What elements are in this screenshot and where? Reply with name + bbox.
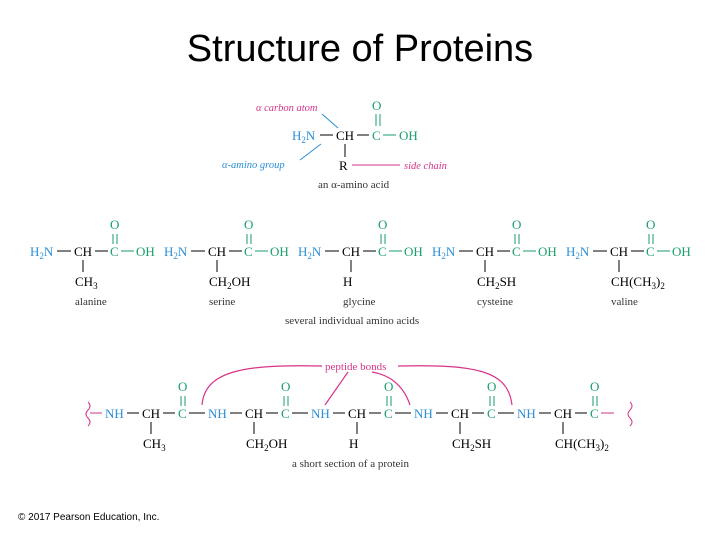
amino-acid-name: cysteine (477, 296, 513, 308)
amino-acid-cysteine: H2N CH C OH O CH2SH cysteine (432, 217, 557, 308)
carboxyl-carbon: C (378, 244, 387, 259)
generic-oxygen: O (372, 98, 381, 113)
side-chain: H (343, 274, 352, 289)
generic-oh: OH (399, 128, 418, 143)
carbonyl-carbon: C (384, 406, 393, 421)
amino-group: H2N (164, 244, 188, 261)
amide-nh: NH (517, 406, 536, 421)
carbonyl-carbon: C (590, 406, 599, 421)
hydroxyl: OH (538, 244, 557, 259)
carbonyl-carbon: C (487, 406, 496, 421)
alpha-carbon: CH (245, 406, 263, 421)
hydroxyl: OH (404, 244, 423, 259)
peptide-bond-annotation: peptide bonds (201, 361, 513, 406)
amide-nh: NH (311, 406, 330, 421)
amino-acid-name: serine (209, 296, 235, 308)
carboxyl-carbon: C (512, 244, 521, 259)
amino-group: H2N (30, 244, 54, 261)
amino-acid-alanine: H2N CH C OH O CH3 alanine (30, 217, 155, 308)
generic-carboxyl-c: C (372, 128, 381, 143)
carboxyl-carbon: C (244, 244, 253, 259)
alpha-carbon: CH (476, 244, 494, 259)
amino-acid-serine: H2N CH C OH O CH2OH serine (164, 217, 289, 308)
carboxyl-carbon: C (646, 244, 655, 259)
carbonyl-oxygen: O (244, 217, 253, 232)
amino-group: H2N (566, 244, 590, 261)
side-chain: CH2OH (209, 274, 250, 291)
generic-amino: H2N (292, 128, 316, 145)
hydroxyl: OH (270, 244, 289, 259)
alpha-carbon: CH (451, 406, 469, 421)
side-chain: CH(CH3)2 (555, 436, 609, 453)
side-chain: CH2SH (477, 274, 516, 291)
generic-caption: an α-amino acid (318, 179, 390, 191)
carbonyl-carbon: C (281, 406, 290, 421)
amino-group: H2N (298, 244, 322, 261)
alpha-carbon: CH (208, 244, 226, 259)
side-chain: CH3 (75, 274, 98, 291)
side-chain: H (349, 436, 358, 451)
generic-alpha-carbon: CH (336, 128, 354, 143)
residue-5: NH CH CO CH(CH3)2 (502, 379, 614, 453)
alpha-carbon: CH (142, 406, 160, 421)
alpha-carbon-label: α carbon atom (256, 103, 318, 114)
carbonyl-oxygen: O (178, 379, 187, 394)
carbonyl-oxygen: O (512, 217, 521, 232)
alpha-carbon: CH (342, 244, 360, 259)
protein-caption: a short section of a protein (292, 458, 409, 470)
residue-1: NH CH CO CH3 (90, 379, 202, 453)
carbonyl-oxygen: O (378, 217, 387, 232)
individual-caption: several individual amino acids (285, 315, 419, 327)
residue-2: NH CH CO CH2OH (193, 379, 305, 453)
alpha-carbon: CH (348, 406, 366, 421)
alpha-carbon: CH (554, 406, 572, 421)
peptide-bonds-label: peptide bonds (325, 361, 386, 373)
side-chain: CH2SH (452, 436, 491, 453)
amino-group-label: α-amino group (222, 160, 285, 171)
side-chain-label: side chain (404, 161, 447, 172)
amino-acid-valine: H2N CH C OH O CH(CH3)2 valine (566, 217, 691, 308)
amino-acid-name: valine (611, 296, 638, 308)
amino-group: H2N (432, 244, 456, 261)
amide-nh: NH (414, 406, 433, 421)
carbonyl-oxygen: O (487, 379, 496, 394)
carbonyl-oxygen: O (281, 379, 290, 394)
carbonyl-carbon: C (178, 406, 187, 421)
amino-acid-name: alanine (75, 296, 107, 308)
carbonyl-oxygen: O (646, 217, 655, 232)
copyright-notice: © 2017 Pearson Education, Inc. (18, 512, 160, 523)
amide-nh: NH (208, 406, 227, 421)
amino-acid-name: glycine (343, 296, 375, 308)
hydroxyl: OH (672, 244, 691, 259)
alpha-carbon: CH (610, 244, 628, 259)
slide-title: Structure of Proteins (186, 28, 534, 70)
residue-4: NH CH CO CH2SH (399, 379, 511, 453)
hydroxyl: OH (136, 244, 155, 259)
alpha-carbon: CH (74, 244, 92, 259)
side-chain: CH2OH (246, 436, 287, 453)
generic-amino-acid: α carbon atom O H2N CH C OH R side chain… (222, 98, 447, 191)
residue-3: NH CH CO H (296, 379, 408, 451)
side-chain: CH(CH3)2 (611, 274, 665, 291)
carbonyl-oxygen: O (590, 379, 599, 394)
carboxyl-carbon: C (110, 244, 119, 259)
chain-break-left (85, 401, 91, 427)
side-chain: CH3 (143, 436, 166, 453)
chain-break-right (627, 401, 633, 427)
amide-nh: NH (105, 406, 124, 421)
carbonyl-oxygen: O (384, 379, 393, 394)
carbonyl-oxygen: O (110, 217, 119, 232)
generic-r-group: R (339, 158, 348, 173)
